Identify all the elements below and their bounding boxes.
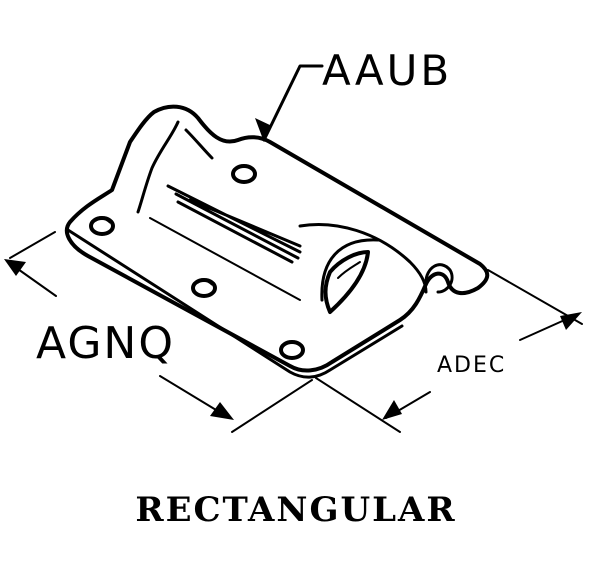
extension-line	[9, 231, 313, 433]
bracket-rib-end	[136, 120, 180, 214]
arrowhead	[210, 402, 234, 420]
mounting-hole	[231, 164, 257, 184]
arrowhead	[255, 118, 272, 142]
bracket-outline	[64, 104, 490, 373]
arrowhead	[4, 259, 26, 276]
callout-label-left: AGNQ	[36, 318, 175, 369]
bracket-curl	[424, 263, 454, 294]
leader-line-top	[262, 64, 324, 142]
arrowhead	[382, 400, 402, 420]
bracket-channel	[166, 184, 302, 264]
diamond-slot	[323, 250, 370, 314]
callout-label-top: AAUB	[322, 46, 453, 95]
arrowhead	[560, 312, 582, 330]
shape-caption: RECTANGULAR	[135, 490, 457, 530]
bracket-front-edge	[66, 228, 404, 379]
callout-label-right: ADEC	[437, 353, 507, 378]
mounting-hole	[279, 340, 305, 360]
extension-line	[315, 269, 583, 433]
